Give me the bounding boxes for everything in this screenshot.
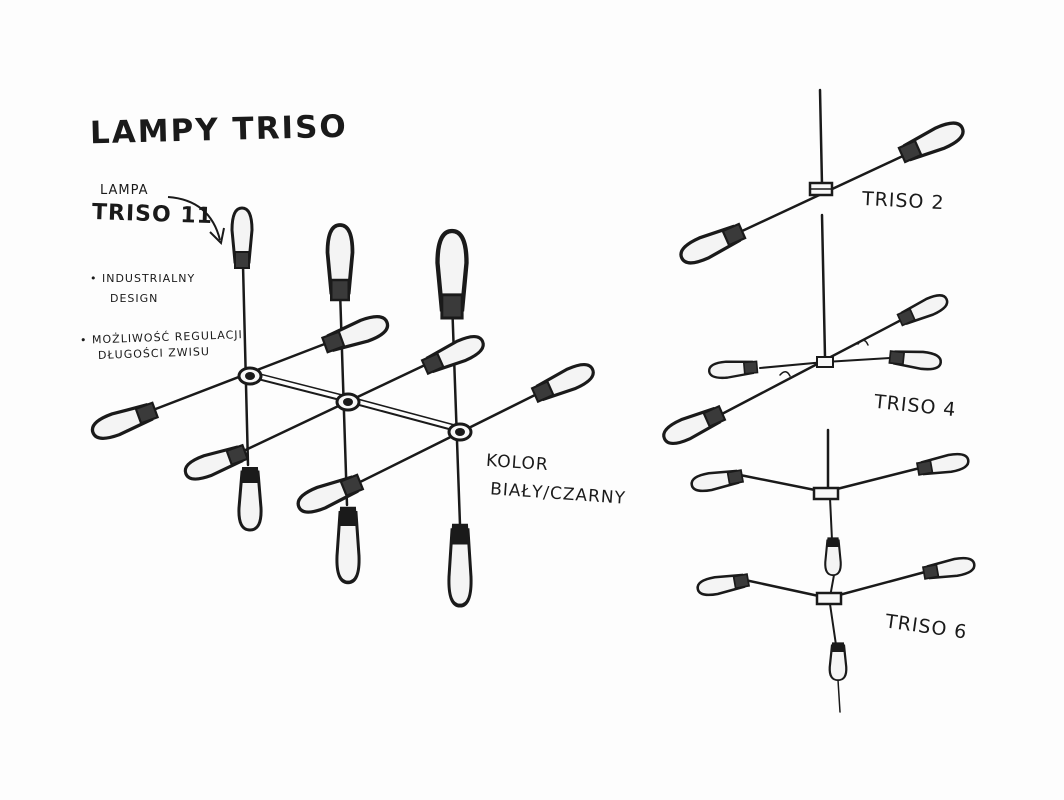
page-title: LAMPY TRISO: [89, 108, 349, 152]
callout-model: TRISO 11: [91, 199, 214, 230]
color-note-line-1: KOLOR: [485, 450, 550, 476]
callout-label: LAMPA: [100, 183, 149, 198]
feature-1-line-1: • INDUSTRIALNY: [90, 272, 196, 285]
variant-label-triso-2: TRISO 2: [861, 187, 946, 215]
callout-arrow: [167, 196, 221, 241]
feature-1-line-2: DESIGN: [110, 292, 159, 305]
triso-4-sketch: [718, 213, 907, 417]
